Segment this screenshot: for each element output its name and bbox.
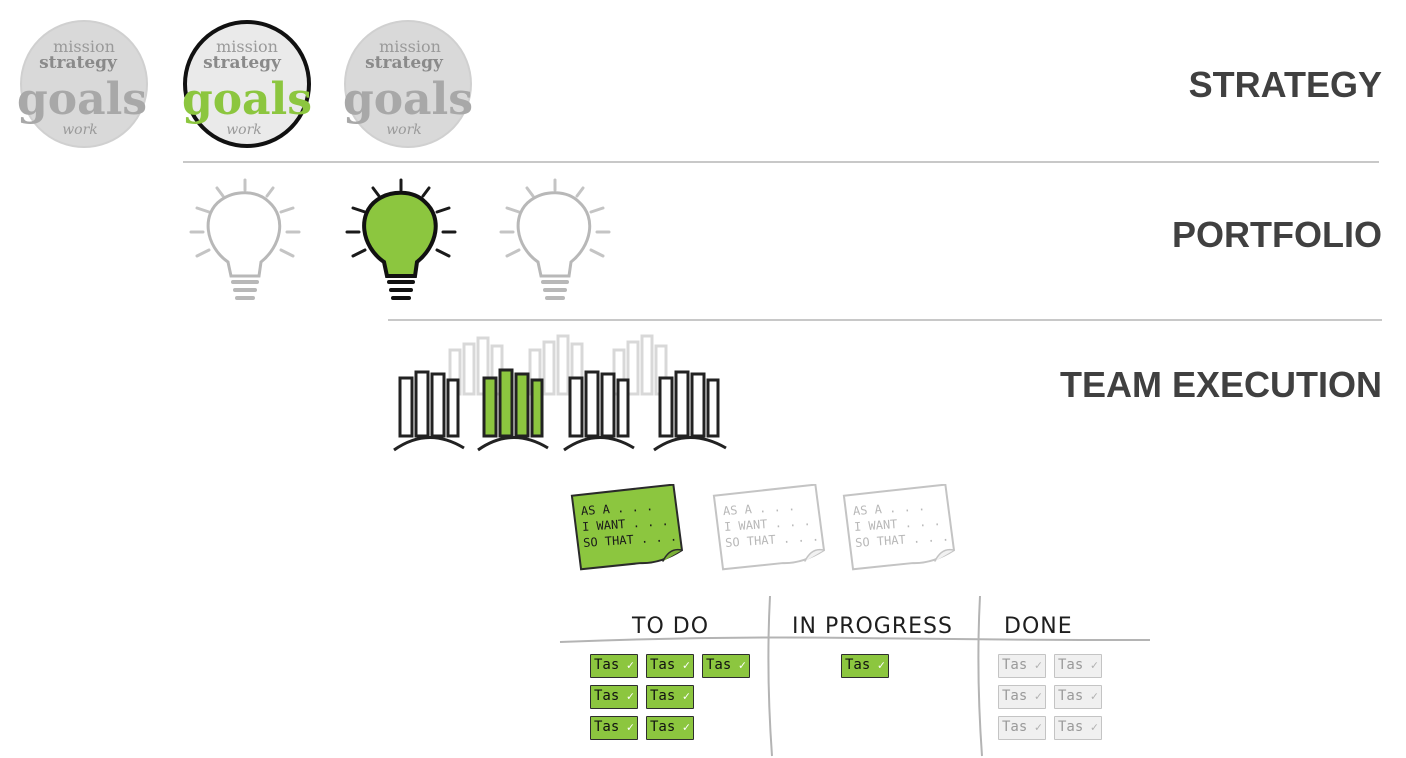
checkmark-icon: ✓ [682, 689, 690, 703]
checkmark-icon: ✓ [1090, 658, 1098, 672]
task-card-label: Tas [650, 688, 676, 704]
team-icons-background [448, 334, 668, 396]
task-card-done[interactable]: Tas ✓ [998, 654, 1046, 678]
task-card-todo[interactable]: Tas ✓ [590, 654, 638, 678]
task-card-todo[interactable]: Tas ✓ [646, 685, 694, 709]
story-note-grey-middle: AS A . . . I WANT . . . SO THAT . . . [712, 484, 826, 571]
svg-text:I WANT . . .: I WANT . . . [854, 514, 941, 534]
task-card-label: Tas [650, 657, 676, 673]
task-card-label: Tas [594, 688, 620, 704]
task-board [558, 592, 1158, 758]
idea-bulbs [189, 178, 611, 300]
level-title-team-execution: TEAM EXECUTION [1059, 364, 1382, 405]
checkmark-icon: ✓ [1090, 720, 1098, 734]
svg-text:strategy: strategy [203, 53, 282, 73]
svg-text:mission: mission [216, 37, 278, 56]
team-icons [393, 334, 727, 452]
divider-portfolio [388, 319, 1382, 321]
level-title-strategy: STRATEGY [1188, 64, 1382, 105]
task-card-todo[interactable]: Tas ✓ [702, 654, 750, 678]
checkmark-icon: ✓ [626, 689, 634, 703]
task-card-label: Tas [1058, 657, 1084, 673]
svg-text:goals: goals [182, 74, 312, 125]
svg-text:goals: goals [18, 74, 147, 125]
task-card-label: Tas [845, 657, 871, 673]
svg-text:SO THAT . . .: SO THAT . . . [583, 529, 678, 550]
level-title-portfolio: PORTFOLIO [1172, 214, 1382, 255]
checkmark-icon: ✓ [1034, 658, 1042, 672]
task-card-label: Tas [594, 657, 620, 673]
svg-text:work: work [62, 122, 98, 138]
checkmark-icon: ✓ [877, 658, 885, 672]
task-card-label: Tas [706, 657, 732, 673]
checkmark-icon: ✓ [1090, 689, 1098, 703]
checkmark-icon: ✓ [738, 658, 746, 672]
checkmark-icon: ✓ [626, 658, 634, 672]
svg-text:I WANT . . .: I WANT . . . [582, 514, 669, 534]
goals-badge-highlighted: mission strategy goals work [182, 20, 312, 148]
bulb-icon-grey-right [499, 178, 611, 300]
task-card-label: Tas [594, 719, 620, 735]
team-icon-1 [393, 370, 465, 452]
svg-text:I WANT . . .: I WANT . . . [724, 514, 811, 534]
task-card-done[interactable]: Tas ✓ [1054, 716, 1102, 740]
svg-text:AS A . . .: AS A . . . [853, 499, 926, 518]
bulb-icon-grey-left [189, 178, 301, 300]
task-card-done[interactable]: Tas ✓ [998, 716, 1046, 740]
goals-badge-grey-left: mission strategy goals work [18, 20, 148, 148]
svg-text:AS A . . .: AS A . . . [581, 499, 654, 518]
svg-text:mission: mission [379, 37, 441, 56]
checkmark-icon: ✓ [1034, 720, 1042, 734]
svg-text:work: work [226, 122, 262, 138]
task-board-lines [559, 595, 1151, 757]
goals-badges: mission strategy goals work mission stra… [18, 20, 473, 148]
task-card-done[interactable]: Tas ✓ [1054, 654, 1102, 678]
svg-text:SO THAT . . .: SO THAT . . . [855, 529, 950, 550]
story-notes: AS A . . . I WANT . . . SO THAT . . . AS… [570, 484, 956, 571]
task-card-done[interactable]: Tas ✓ [998, 685, 1046, 709]
task-card-todo[interactable]: Tas ✓ [590, 716, 638, 740]
task-card-in-progress[interactable]: Tas ✓ [841, 654, 889, 678]
goals-badge-grey-right: mission strategy goals work [343, 20, 473, 148]
checkmark-icon: ✓ [682, 658, 690, 672]
divider-strategy [183, 161, 1379, 163]
column-header-done: DONE [1004, 614, 1073, 639]
bulb-icon-highlighted [345, 178, 457, 300]
task-card-done[interactable]: Tas ✓ [1054, 685, 1102, 709]
svg-text:SO THAT . . .: SO THAT . . . [725, 529, 820, 550]
svg-text:AS A . . .: AS A . . . [723, 499, 796, 518]
task-card-todo[interactable]: Tas ✓ [646, 654, 694, 678]
story-note-highlighted: AS A . . . I WANT . . . SO THAT . . . [570, 484, 684, 571]
task-card-label: Tas [1002, 657, 1028, 673]
task-card-label: Tas [1002, 688, 1028, 704]
checkmark-icon: ✓ [626, 720, 634, 734]
svg-text:goals: goals [343, 74, 473, 125]
team-icon-2-highlighted [477, 368, 549, 452]
team-icon-4 [653, 370, 727, 452]
svg-text:strategy: strategy [365, 53, 444, 73]
svg-text:strategy: strategy [39, 53, 118, 73]
checkmark-icon: ✓ [682, 720, 690, 734]
task-card-todo[interactable]: Tas ✓ [646, 716, 694, 740]
task-card-todo[interactable]: Tas ✓ [590, 685, 638, 709]
svg-text:mission: mission [53, 37, 115, 56]
column-header-todo: TO DO [632, 614, 710, 639]
story-note-grey-right: AS A . . . I WANT . . . SO THAT . . . [842, 484, 956, 571]
column-header-in-progress: IN PROGRESS [792, 614, 953, 639]
team-icon-3 [563, 370, 635, 452]
task-card-label: Tas [1058, 719, 1084, 735]
checkmark-icon: ✓ [1034, 689, 1042, 703]
task-card-label: Tas [650, 719, 676, 735]
svg-text:work: work [386, 122, 422, 138]
task-card-label: Tas [1058, 688, 1084, 704]
task-card-label: Tas [1002, 719, 1028, 735]
